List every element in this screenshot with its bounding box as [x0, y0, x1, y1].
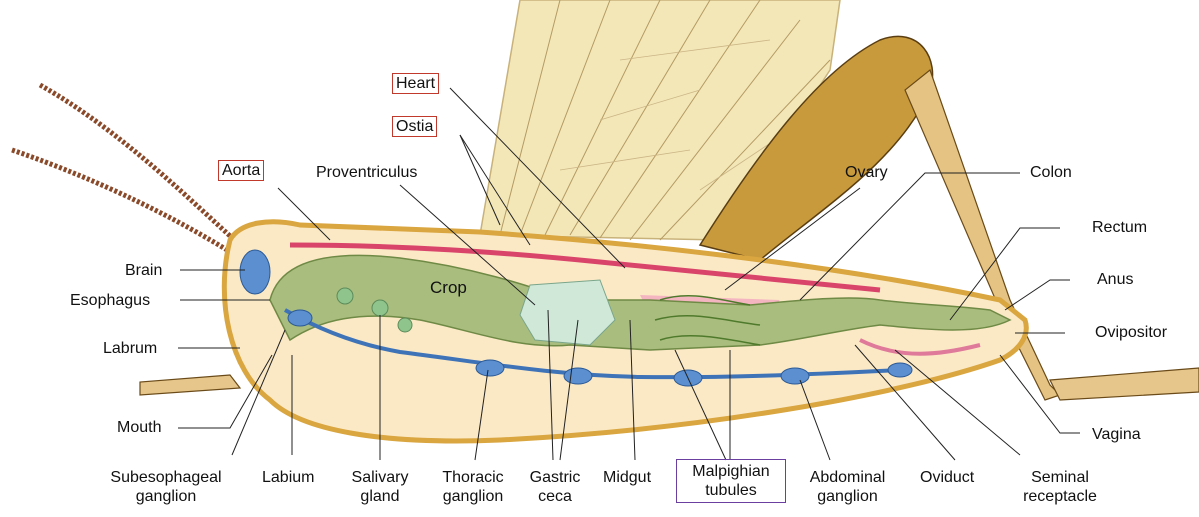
label-rectum: Rectum [1092, 218, 1147, 237]
label-crop: Crop [430, 278, 467, 297]
label-aorta: Aorta [218, 160, 264, 181]
antenna [40, 85, 240, 245]
label-mouth: Mouth [117, 418, 161, 437]
label-brain: Brain [125, 261, 162, 280]
label-oviduct: Oviduct [920, 468, 974, 487]
label-heart: Heart [392, 73, 439, 94]
label-salivary-gland: Salivary gland [340, 468, 420, 506]
label-seminal-receptacle: Seminal receptacle [1010, 468, 1110, 506]
label-abdominal-ganglion: Abdominal ganglion [795, 468, 900, 506]
label-subesophageal-ganglion: Subesophageal ganglion [92, 468, 240, 506]
label-ovary: Ovary [845, 163, 888, 182]
front-leg [140, 375, 240, 395]
antenna [12, 150, 235, 255]
label-labium: Labium [262, 468, 314, 487]
label-gastric-ceca: Gastric ceca [520, 468, 590, 506]
label-proventriculus: Proventriculus [316, 163, 417, 182]
label-ovipositor: Ovipositor [1095, 323, 1167, 342]
label-labrum: Labrum [103, 339, 157, 358]
label-thoracic-ganglion: Thoracic ganglion [428, 468, 518, 506]
label-esophagus: Esophagus [70, 291, 150, 310]
brain-shape [240, 250, 270, 294]
label-midgut: Midgut [603, 468, 651, 487]
label-colon: Colon [1030, 163, 1072, 182]
label-anus: Anus [1097, 270, 1133, 289]
label-ostia: Ostia [392, 116, 437, 137]
label-vagina: Vagina [1092, 425, 1141, 444]
label-malpighian-tubules: Malpighian tubules [676, 459, 786, 503]
